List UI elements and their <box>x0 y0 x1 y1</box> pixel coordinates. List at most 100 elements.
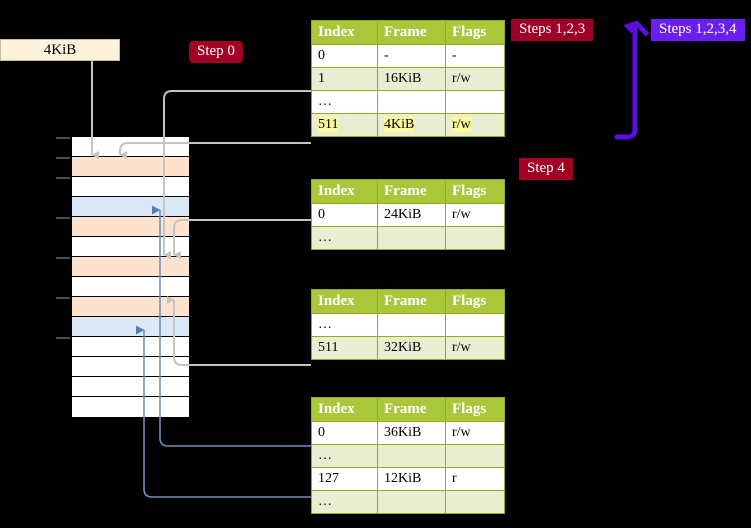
cell-text: r/w <box>452 117 471 132</box>
cell-frame: 16KiB <box>377 67 446 91</box>
cell-flags: - <box>445 44 505 68</box>
column-header-frame: Frame <box>377 289 446 314</box>
cell-index: 0 <box>311 203 378 227</box>
table-row: 511 32KiB r/w <box>311 336 505 360</box>
column-header-flags: Flags <box>445 289 505 314</box>
column-header-flags: Flags <box>445 20 505 45</box>
page-table-level-2: Index Frame Flags … 511 32KiB r/w <box>311 289 505 360</box>
table-row: 0 36KiB r/w <box>311 421 505 445</box>
cell-flags: r/w <box>445 336 505 360</box>
table-row: … <box>311 226 505 250</box>
cell-flags: r/w <box>445 421 505 445</box>
memory-tick <box>56 177 70 179</box>
memory-row <box>72 297 189 317</box>
cell-flags <box>445 444 505 468</box>
page-table-level-3: Index Frame Flags 0 36KiB r/w … 127 12Ki… <box>311 397 505 514</box>
column-header-frame: Frame <box>377 20 446 45</box>
cell-index: … <box>311 90 378 114</box>
cell-flags <box>445 226 505 250</box>
badge-step-4: Step 4 <box>519 158 573 181</box>
memory-row <box>72 157 189 177</box>
page-table-level-1: Index Frame Flags 0 24KiB r/w … <box>311 179 505 250</box>
memory-tick <box>56 217 70 219</box>
badge-steps-1-2-3: Steps 1,2,3 <box>511 19 594 42</box>
memory-tick <box>56 337 70 339</box>
table-row: … <box>311 90 505 114</box>
table-header-row: Index Frame Flags <box>311 289 505 314</box>
memory-row <box>72 197 189 217</box>
column-header-frame: Frame <box>377 397 446 422</box>
cell-frame: 24KiB <box>377 203 446 227</box>
cell-frame: 4KiB <box>377 113 446 137</box>
column-header-index: Index <box>311 397 378 422</box>
memory-row <box>72 137 189 157</box>
memory-row <box>72 237 189 257</box>
column-header-frame: Frame <box>377 179 446 204</box>
cell-frame: 12KiB <box>377 467 446 491</box>
badge-steps-1-2-3-4: Steps 1,2,3,4 <box>651 19 745 42</box>
cell-frame <box>377 90 446 114</box>
cell-index: … <box>311 313 378 337</box>
cell-flags <box>445 90 505 114</box>
cell-flags: r <box>445 467 505 491</box>
table-row: 0 24KiB r/w <box>311 203 505 227</box>
column-header-index: Index <box>311 20 378 45</box>
cell-flags: r/w <box>445 113 505 137</box>
page-table-level-0: Index Frame Flags 0 - - 1 16KiB r/w … <box>311 20 505 137</box>
column-header-index: Index <box>311 179 378 204</box>
cell-frame: 36KiB <box>377 421 446 445</box>
table-row: … <box>311 490 505 514</box>
cell-frame <box>377 313 446 337</box>
page-size-label: 4KiB <box>43 41 77 58</box>
table-header-row: Index Frame Flags <box>311 179 505 204</box>
cell-index: 511 <box>311 336 378 360</box>
page-size-box: 4KiB <box>0 39 120 61</box>
table-row: … <box>311 313 505 337</box>
cell-text: 4KiB <box>384 117 415 132</box>
memory-row <box>72 257 189 277</box>
memory-row <box>72 177 189 197</box>
cell-index: 1 <box>311 67 378 91</box>
memory-row <box>72 277 189 297</box>
memory-row <box>72 217 189 237</box>
cell-frame <box>377 490 446 514</box>
memory-row <box>72 397 189 417</box>
cell-index: … <box>311 226 378 250</box>
cell-flags <box>445 313 505 337</box>
cell-frame <box>377 444 446 468</box>
memory-row <box>72 357 189 377</box>
violet-bracket-line <box>614 25 638 140</box>
table-header-row: Index Frame Flags <box>311 397 505 422</box>
memory-row <box>72 377 189 397</box>
memory-row <box>72 337 189 357</box>
wire-l2row511-to-memory <box>167 296 311 366</box>
table-header-row: Index Frame Flags <box>311 20 505 45</box>
cell-index: … <box>311 444 378 468</box>
table-row: 0 - - <box>311 44 505 68</box>
violet-arrow-head <box>623 20 650 37</box>
cell-flags <box>445 490 505 514</box>
column-header-index: Index <box>311 289 378 314</box>
cell-frame: - <box>377 44 446 68</box>
table-row: 1 16KiB r/w <box>311 67 505 91</box>
memory-row <box>72 317 189 337</box>
cell-index: 511 <box>311 113 378 137</box>
column-header-flags: Flags <box>445 179 505 204</box>
physical-memory-column <box>71 136 190 417</box>
badge-step-0: Step 0 <box>189 41 243 64</box>
wire-l1row0-to-memory <box>173 219 311 259</box>
cell-index: 127 <box>311 467 378 491</box>
table-row: 127 12KiB r <box>311 467 505 491</box>
cell-flags: r/w <box>445 203 505 227</box>
memory-tick <box>56 297 70 299</box>
table-row: … <box>311 444 505 468</box>
cell-frame: 32KiB <box>377 336 446 360</box>
cell-text: 511 <box>318 117 339 132</box>
cell-index: 0 <box>311 44 378 68</box>
memory-tick <box>56 137 70 139</box>
memory-tick <box>56 257 70 259</box>
table-row-highlighted: 511 4KiB r/w <box>311 113 505 137</box>
cell-frame <box>377 226 446 250</box>
cell-flags: r/w <box>445 67 505 91</box>
